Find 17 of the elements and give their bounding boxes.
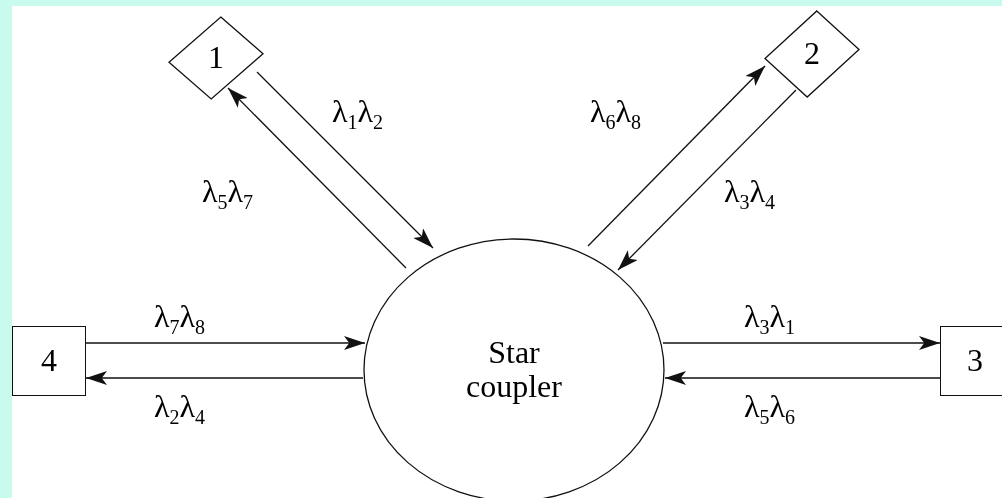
node-label: 1 — [208, 41, 224, 75]
node-box — [12, 326, 86, 396]
diamond-node — [168, 16, 264, 100]
node-box — [940, 326, 1002, 396]
node-label: 4 — [41, 344, 57, 378]
node-label: 3 — [967, 344, 983, 378]
arrow — [256, 71, 434, 249]
arrow — [85, 336, 366, 350]
arrow — [662, 336, 941, 350]
arrow — [664, 371, 941, 385]
arrow — [617, 89, 797, 271]
arrow — [227, 87, 407, 269]
arrow — [85, 371, 364, 385]
node-label: 2 — [804, 37, 820, 71]
node-label: Star coupler — [465, 336, 563, 404]
arrow — [587, 65, 766, 247]
diamond-node — [764, 10, 860, 98]
